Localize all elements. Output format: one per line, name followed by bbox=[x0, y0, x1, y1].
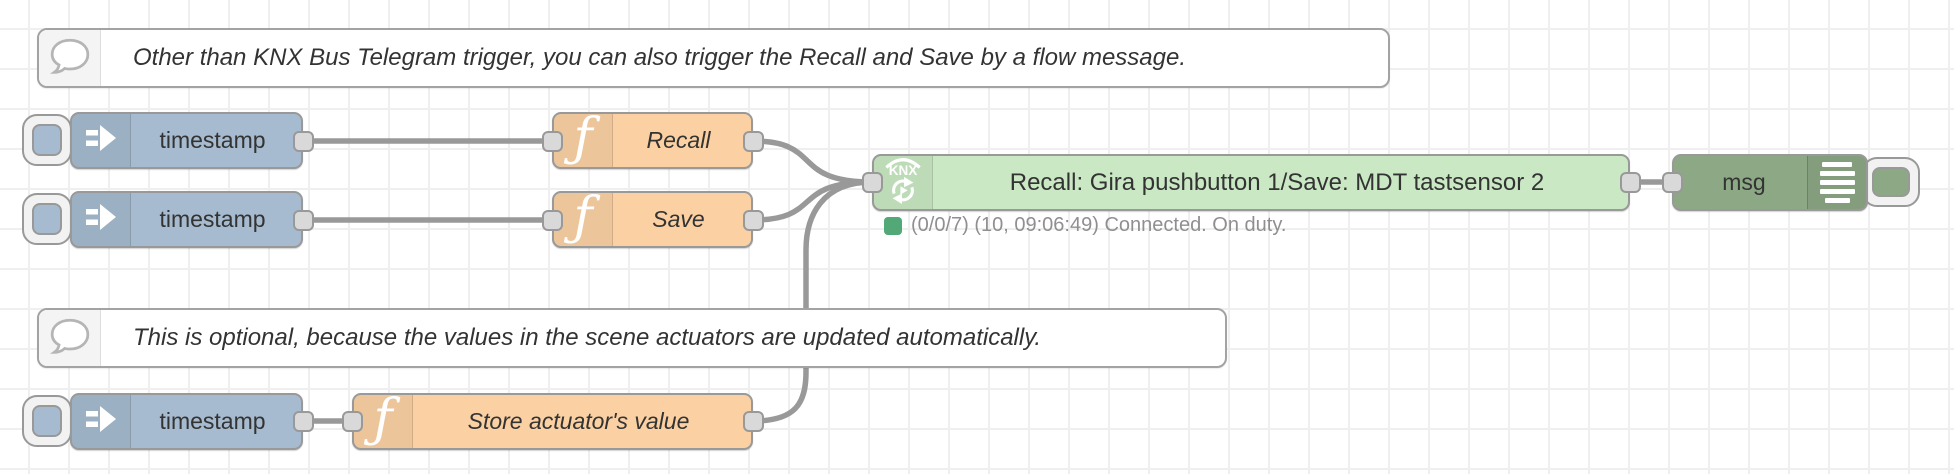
node-label: timestamp bbox=[159, 206, 266, 232]
input-port[interactable] bbox=[542, 210, 563, 231]
function-node-recall[interactable]: ƒ Recall bbox=[552, 112, 753, 169]
speech-bubble-icon bbox=[49, 37, 91, 80]
comment-text: This is optional, because the values in … bbox=[133, 324, 1042, 351]
output-port[interactable] bbox=[293, 131, 314, 152]
input-port[interactable] bbox=[1662, 172, 1683, 193]
wire-store-knx[interactable] bbox=[750, 179, 875, 424]
inject-arrow-icon bbox=[83, 199, 119, 240]
input-port[interactable] bbox=[542, 131, 563, 152]
comment-node-trigger-info[interactable]: Other than KNX Bus Telegram trigger, you… bbox=[37, 28, 1390, 88]
inject-button[interactable] bbox=[22, 114, 72, 166]
status-dot-icon bbox=[884, 216, 902, 235]
output-port[interactable] bbox=[293, 411, 314, 432]
node-label: Store actuator's value bbox=[467, 408, 690, 434]
function-icon: ƒ bbox=[573, 186, 593, 247]
inject-node-timestamp-1[interactable]: timestamp bbox=[70, 112, 303, 169]
input-port[interactable] bbox=[862, 172, 883, 193]
wire-recall-knx[interactable] bbox=[750, 138, 875, 185]
node-label: msg bbox=[1722, 169, 1766, 195]
function-icon: ƒ bbox=[373, 388, 393, 449]
output-port[interactable] bbox=[743, 411, 764, 432]
node-label: Recall bbox=[646, 127, 711, 153]
inject-node-timestamp-2[interactable]: timestamp bbox=[70, 191, 303, 248]
comment-icon-region bbox=[39, 310, 101, 366]
knx-node-status: (0/0/7) (10, 09:06:49) Connected. On dut… bbox=[884, 214, 1286, 237]
output-port[interactable] bbox=[743, 131, 764, 152]
inject-arrow-icon bbox=[83, 401, 119, 442]
debug-output-icon bbox=[1819, 162, 1855, 203]
inject-arrow-icon bbox=[83, 120, 119, 161]
comment-text: Other than KNX Bus Telegram trigger, you… bbox=[133, 44, 1186, 71]
inject-button[interactable] bbox=[22, 193, 72, 245]
function-node-store-actuator-value[interactable]: ƒ Store actuator's value bbox=[352, 393, 753, 450]
node-label: Save bbox=[652, 206, 705, 232]
knx-node[interactable]: KNX Recall: Gira pushbutton 1/Save: MDT … bbox=[872, 154, 1630, 211]
comment-node-optional-info[interactable]: This is optional, because the values in … bbox=[37, 308, 1227, 368]
output-port[interactable] bbox=[1620, 172, 1641, 193]
output-port[interactable] bbox=[293, 210, 314, 231]
function-node-save[interactable]: ƒ Save bbox=[552, 191, 753, 248]
node-label: timestamp bbox=[159, 408, 266, 434]
function-icon: ƒ bbox=[573, 107, 593, 168]
debug-node-msg[interactable]: msg bbox=[1672, 154, 1868, 211]
debug-toggle-button[interactable] bbox=[1862, 157, 1920, 207]
knx-icon: KNX bbox=[880, 155, 926, 210]
input-port[interactable] bbox=[342, 411, 363, 432]
knx-icon-text: KNX bbox=[889, 163, 918, 178]
inject-node-timestamp-3[interactable]: timestamp bbox=[70, 393, 303, 450]
output-port[interactable] bbox=[743, 210, 764, 231]
comment-icon-region bbox=[39, 30, 101, 86]
inject-button[interactable] bbox=[22, 395, 72, 447]
node-label: Recall: Gira pushbutton 1/Save: MDT tast… bbox=[1009, 168, 1545, 196]
speech-bubble-icon bbox=[49, 317, 91, 360]
node-label: timestamp bbox=[159, 127, 266, 153]
status-text: (0/0/7) (10, 09:06:49) Connected. On dut… bbox=[911, 214, 1287, 236]
